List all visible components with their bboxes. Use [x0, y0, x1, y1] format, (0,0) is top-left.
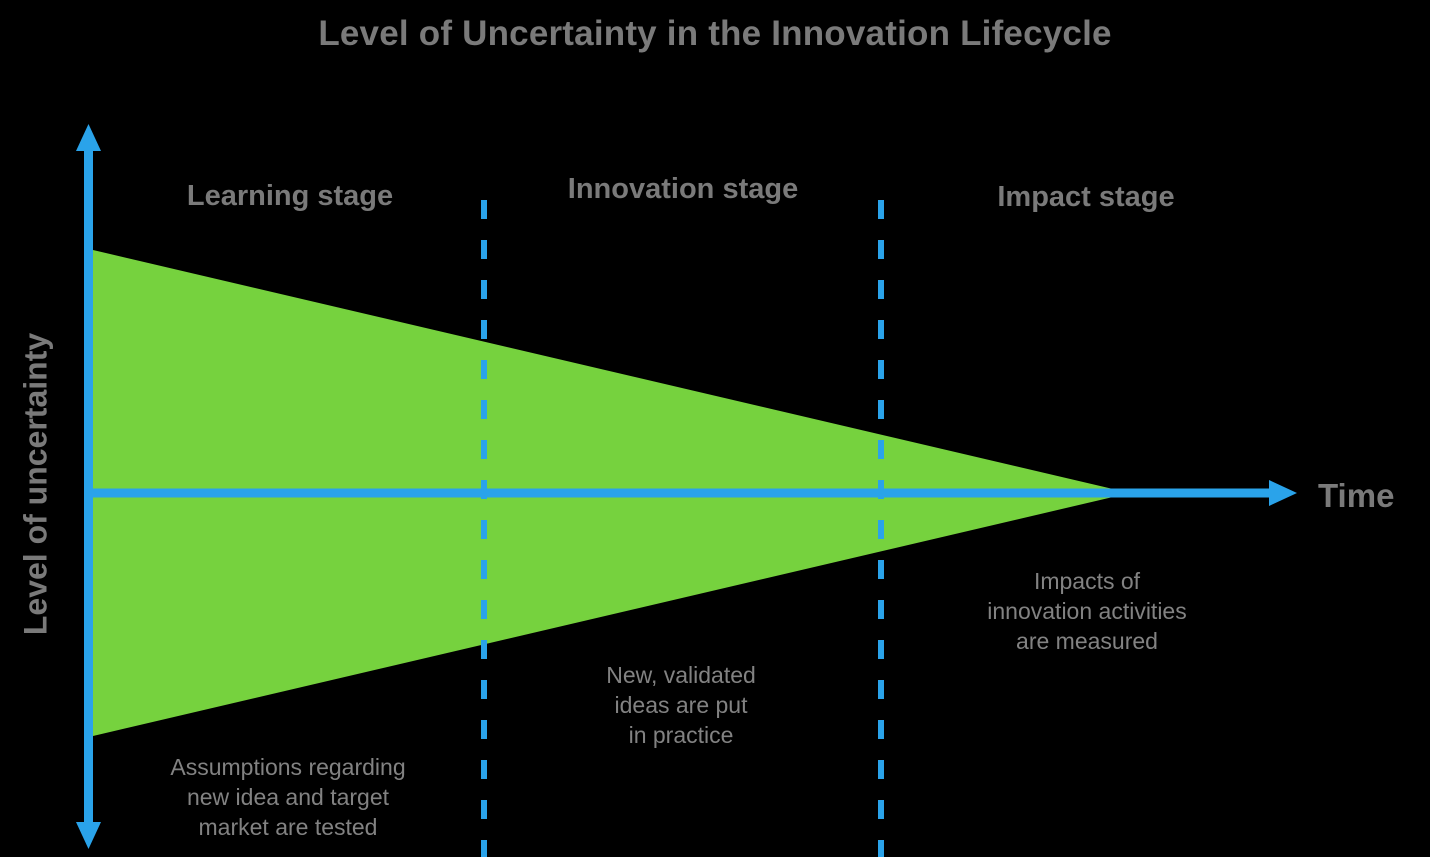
- y-axis-label: Level of uncertainty: [17, 332, 54, 636]
- stage-label-impact: Impact stage: [997, 181, 1175, 213]
- stage-description-innovation: New, validated ideas are put in practice: [606, 662, 756, 748]
- y-axis-top-arrowhead: [76, 124, 101, 151]
- y-axis-bottom-arrowhead: [76, 822, 101, 849]
- stage-label-learning: Learning stage: [186, 180, 394, 212]
- x-axis-label: Time: [1318, 477, 1395, 514]
- diagram-title: Level of Uncertainty in the Innovation L…: [318, 14, 1112, 53]
- stage-label-innovation: Innovation stage: [567, 173, 799, 205]
- stage-description-learning: Assumptions regarding new idea and targe…: [170, 754, 406, 840]
- x-axis-arrowhead: [1269, 480, 1297, 506]
- stage-description-impact: Impacts of innovation activities are mea…: [987, 568, 1187, 654]
